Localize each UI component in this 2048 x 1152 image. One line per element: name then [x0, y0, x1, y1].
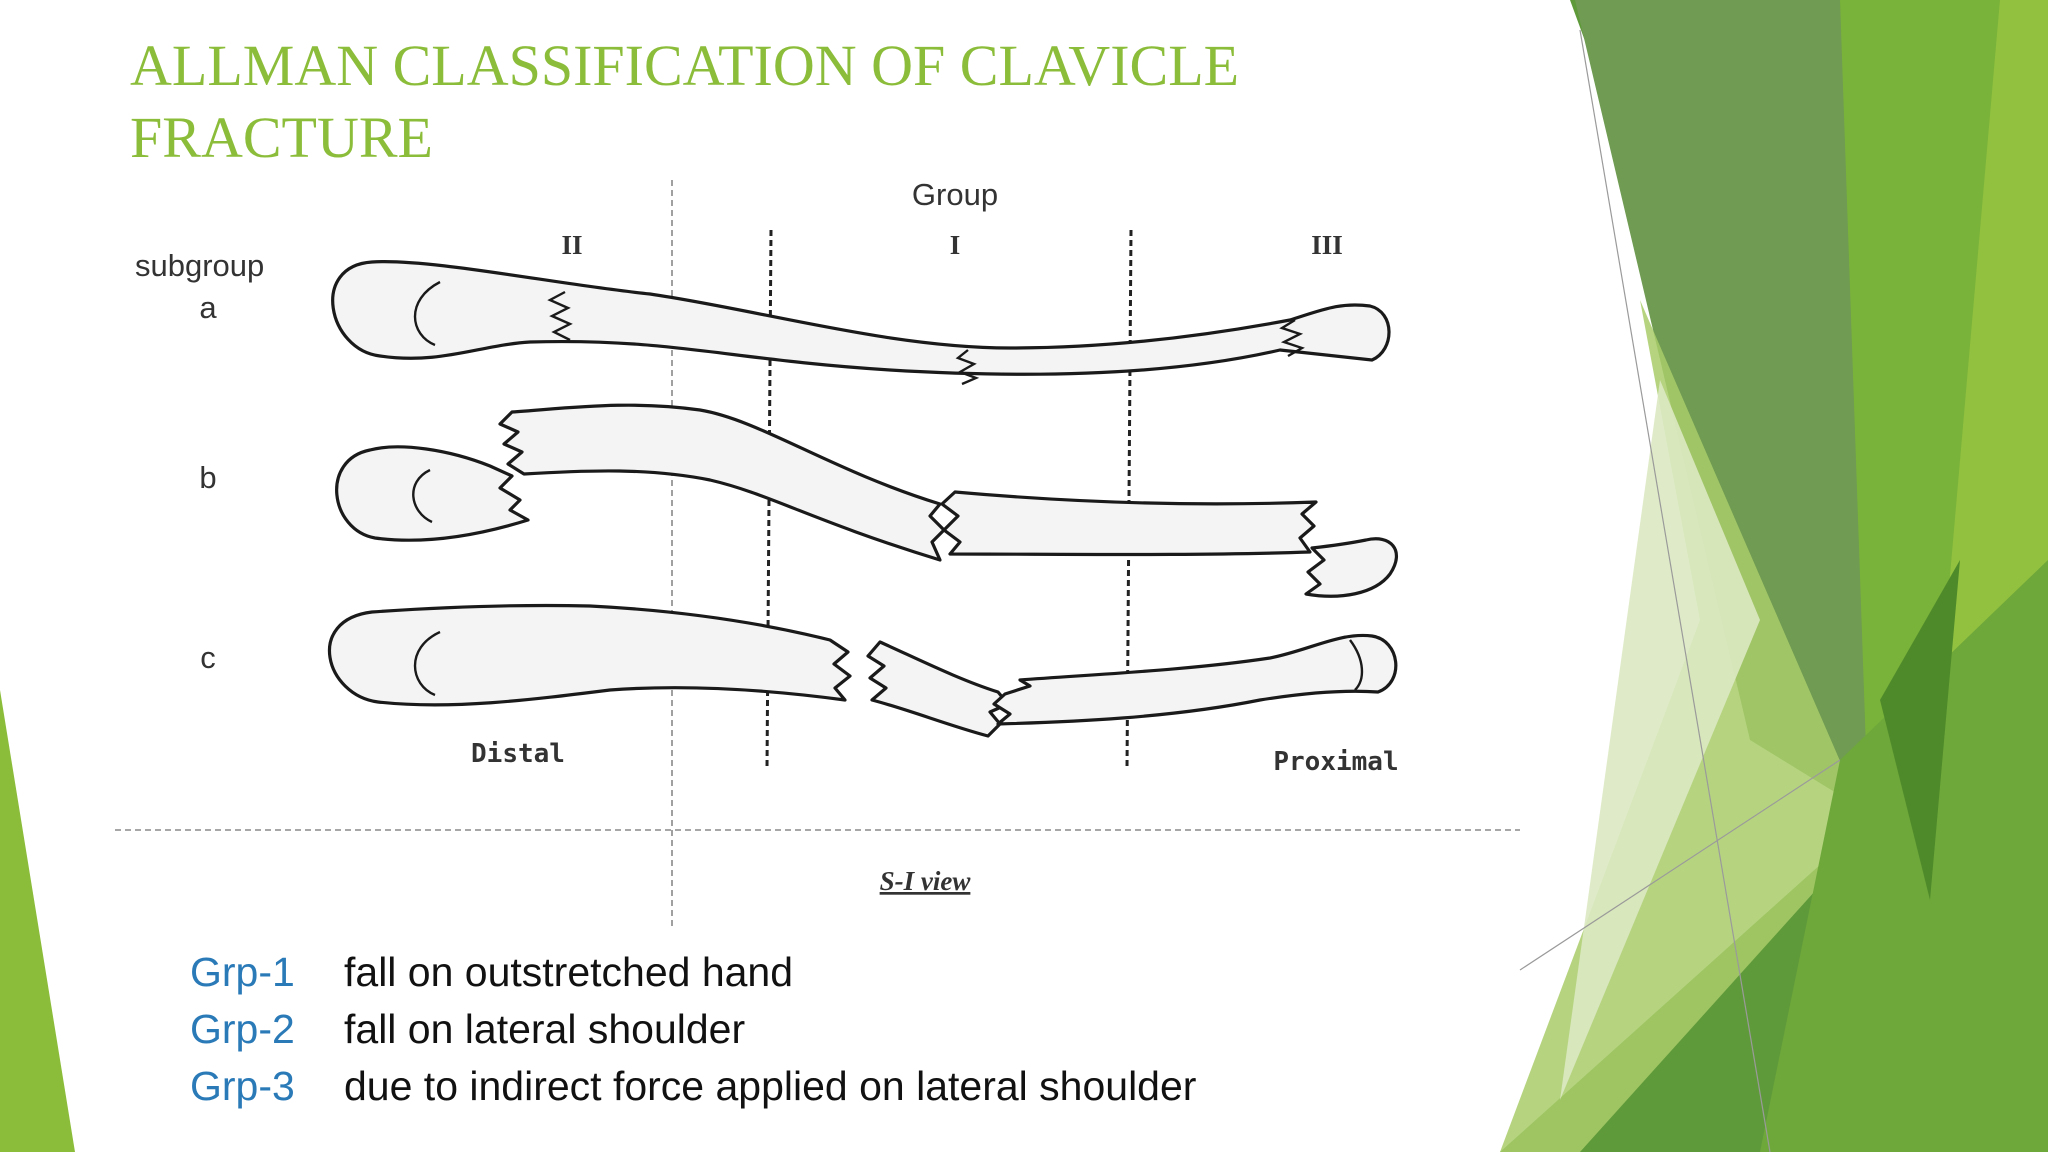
group-label-III: III — [1311, 230, 1343, 260]
legend-row-grp-2: Grp-2 fall on lateral shoulder — [190, 1001, 1196, 1058]
subgroup-label-a: a — [199, 290, 217, 325]
facet-lower — [1760, 560, 2048, 1152]
legend-text: due to indirect force applied on lateral… — [344, 1063, 1197, 1109]
bone-contour — [413, 280, 441, 347]
legend-row-grp-3: Grp-3 due to indirect force applied on la… — [190, 1058, 1196, 1115]
legend-key: Grp-2 — [190, 1006, 295, 1052]
clavicle-fragment — [1304, 537, 1398, 598]
facet-left — [0, 690, 75, 1152]
facet-olive — [1575, 0, 1880, 820]
deco-line — [1579, 29, 1771, 1152]
group-legend: Grp-1 fall on outstretched hand Grp-2 fall… — [190, 944, 1196, 1115]
bone-contour — [1349, 639, 1364, 691]
legend-text: fall on outstretched hand — [344, 949, 794, 995]
subgroup-heading: subgroup — [135, 248, 264, 283]
clavicle-bone — [331, 260, 1391, 376]
proximal-label: Proximal — [1273, 747, 1398, 777]
subgroup-label-b: b — [199, 460, 216, 495]
facet-pale — [1560, 380, 1760, 1100]
subgroup-label-c: c — [200, 640, 216, 675]
bone-contour — [413, 630, 441, 697]
clavicle-fragment — [327, 603, 852, 707]
clavicle-subgroup-b — [335, 403, 1398, 598]
clavicle-fragment — [866, 640, 1010, 738]
group-heading: Group — [912, 177, 998, 212]
group-label-II: II — [561, 230, 582, 260]
clavicle-subgroup-a — [331, 260, 1391, 386]
fracture-mark — [955, 349, 980, 386]
legend-row-grp-1: Grp-1 fall on outstretched hand — [190, 944, 1196, 1001]
fracture-mark — [1279, 318, 1305, 358]
view-label: S-I view — [880, 866, 972, 896]
bone-contour — [412, 468, 433, 524]
clavicle-subgroup-c — [327, 603, 1398, 738]
clavicle-fragment — [940, 490, 1318, 557]
clavicle-fragment — [498, 403, 946, 562]
fracture-mark — [547, 290, 573, 342]
group-label-I: I — [950, 230, 961, 260]
clavicle-fragment — [335, 445, 530, 542]
clavicle-fracture-diagram: Group subgroup II I III a b c Distal Pro… — [115, 177, 1520, 930]
slide-title: ALLMAN CLASSIFICATION OF CLAVICLE FRACTU… — [130, 33, 1240, 170]
legend-key: Grp-1 — [190, 949, 295, 995]
clavicle-fragment — [992, 633, 1398, 726]
facet-deep — [1880, 560, 1960, 900]
legend-text: fall on lateral shoulder — [344, 1006, 746, 1052]
distal-label: Distal — [471, 739, 565, 769]
legend-key: Grp-3 — [190, 1063, 295, 1109]
deco-line — [1519, 759, 1841, 971]
